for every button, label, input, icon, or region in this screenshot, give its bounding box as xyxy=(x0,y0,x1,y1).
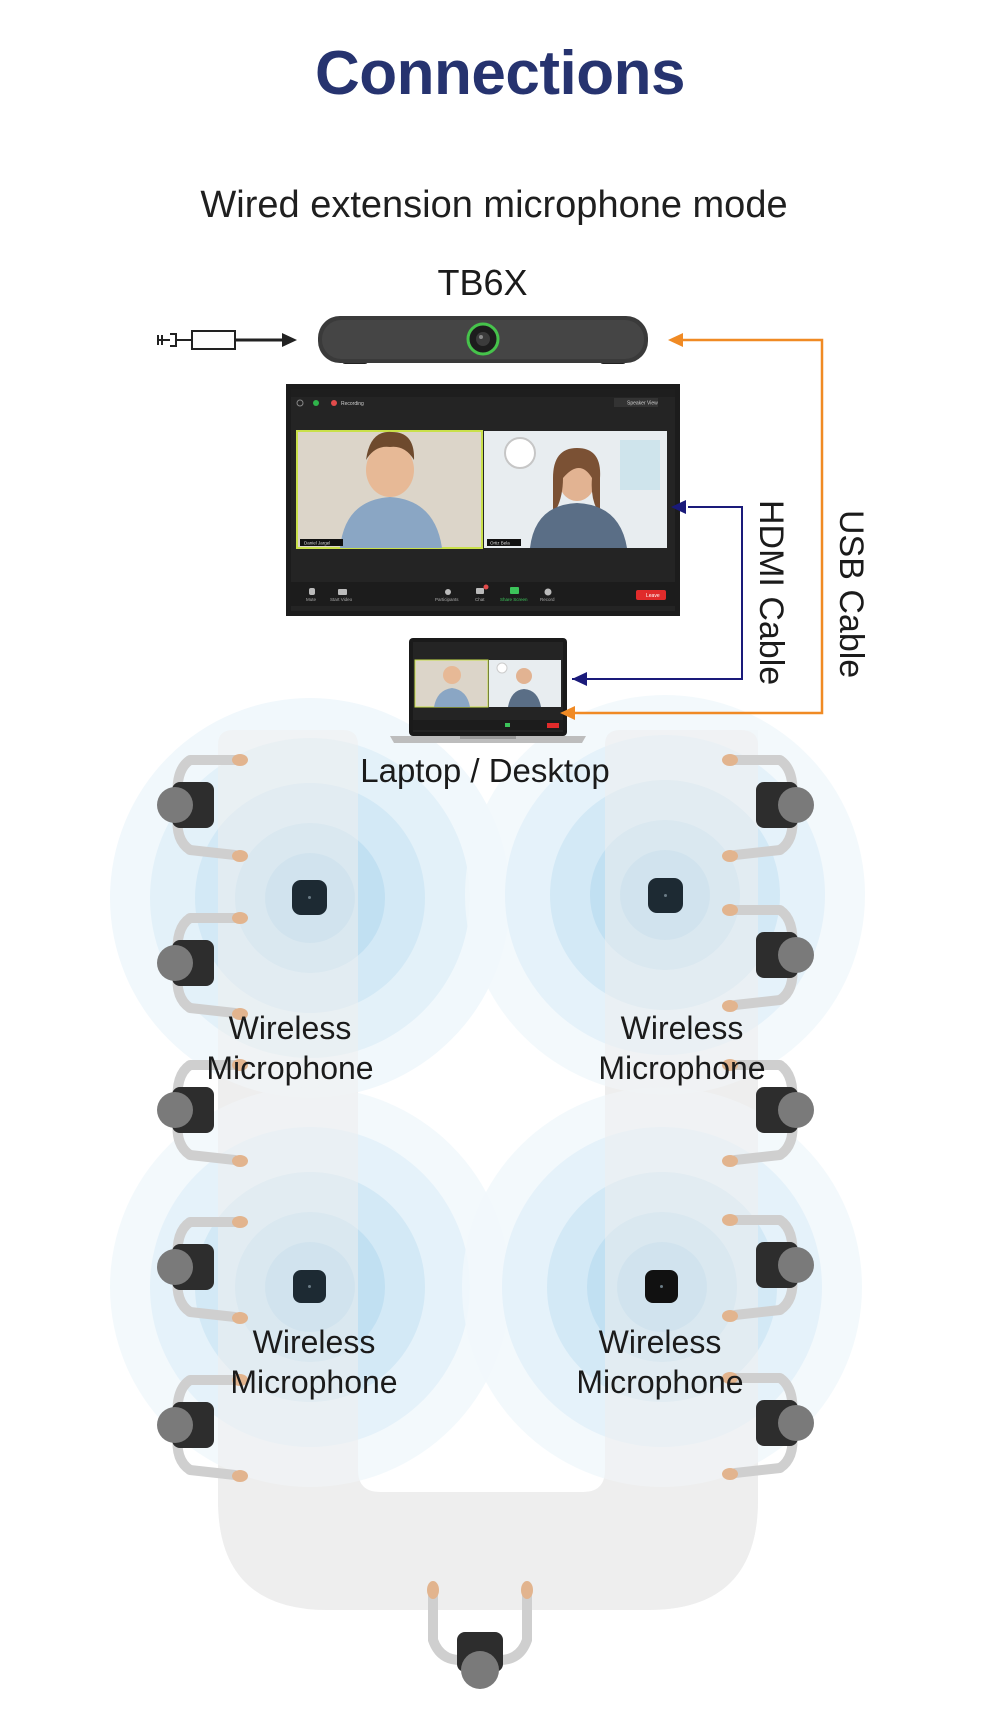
laptop xyxy=(390,638,586,743)
toolbar-record: Record xyxy=(540,597,555,602)
tb6x-video-bar xyxy=(318,316,648,364)
person-icon xyxy=(157,754,248,862)
person-icon xyxy=(722,754,814,862)
toolbar-start-video: Start Video xyxy=(330,597,353,602)
laptop-label: Laptop / Desktop xyxy=(360,752,610,789)
wireless-microphone-label: Wireless Microphone xyxy=(184,1322,444,1402)
hdmi-cable xyxy=(572,500,743,686)
device-label: TB6X xyxy=(437,262,528,303)
person-icon xyxy=(427,1581,533,1689)
microphone-puck-icon xyxy=(648,878,683,913)
usb-cable xyxy=(560,333,824,720)
mic-label-line1: Wireless xyxy=(620,1010,744,1046)
hdmi-cable-label: HDMI Cable xyxy=(752,500,790,686)
page-title: Connections xyxy=(315,39,685,108)
wireless-microphone-label: Wireless Microphone xyxy=(552,1008,812,1088)
mic-label-line2: Microphone xyxy=(230,1364,398,1400)
toolbar-share-screen: Share Screen xyxy=(500,597,528,602)
table-overlay xyxy=(218,730,758,1610)
wireless-microphone-label: Wireless Microphone xyxy=(160,1008,420,1088)
microphone-puck-icon xyxy=(292,880,327,915)
usb-cable-label: USB Cable xyxy=(832,510,870,679)
speaker-view-label: Speaker View xyxy=(627,401,658,407)
display-monitor: Recording Speaker View Daniel Jargel Ort… xyxy=(286,384,680,616)
leave-button: Leave xyxy=(646,593,660,599)
toolbar-participants: Participants xyxy=(435,597,459,602)
mode-title: Wired extension microphone mode xyxy=(200,184,788,226)
toolbar-mute: Mute xyxy=(306,597,317,602)
mic-label-line2: Microphone xyxy=(576,1364,744,1400)
wireless-microphone-label: Wireless Microphone xyxy=(530,1322,790,1402)
mic-label-line1: Wireless xyxy=(228,1010,352,1046)
participant-2-name: Ortiz Bela xyxy=(490,541,510,546)
mic-label-line1: Wireless xyxy=(598,1324,722,1360)
mic-label-line1: Wireless xyxy=(252,1324,376,1360)
mic-label-line2: Microphone xyxy=(206,1050,374,1086)
camera-lens-icon xyxy=(466,322,500,356)
mic-label-line2: Microphone xyxy=(598,1050,766,1086)
power-plug-icon xyxy=(157,330,297,350)
toolbar-chat: Chat xyxy=(475,597,485,602)
recording-label: Recording xyxy=(341,401,364,407)
microphone-puck-icon xyxy=(645,1270,678,1303)
participant-1-name: Daniel Jargel xyxy=(304,541,330,546)
microphone-puck-icon xyxy=(293,1270,326,1303)
